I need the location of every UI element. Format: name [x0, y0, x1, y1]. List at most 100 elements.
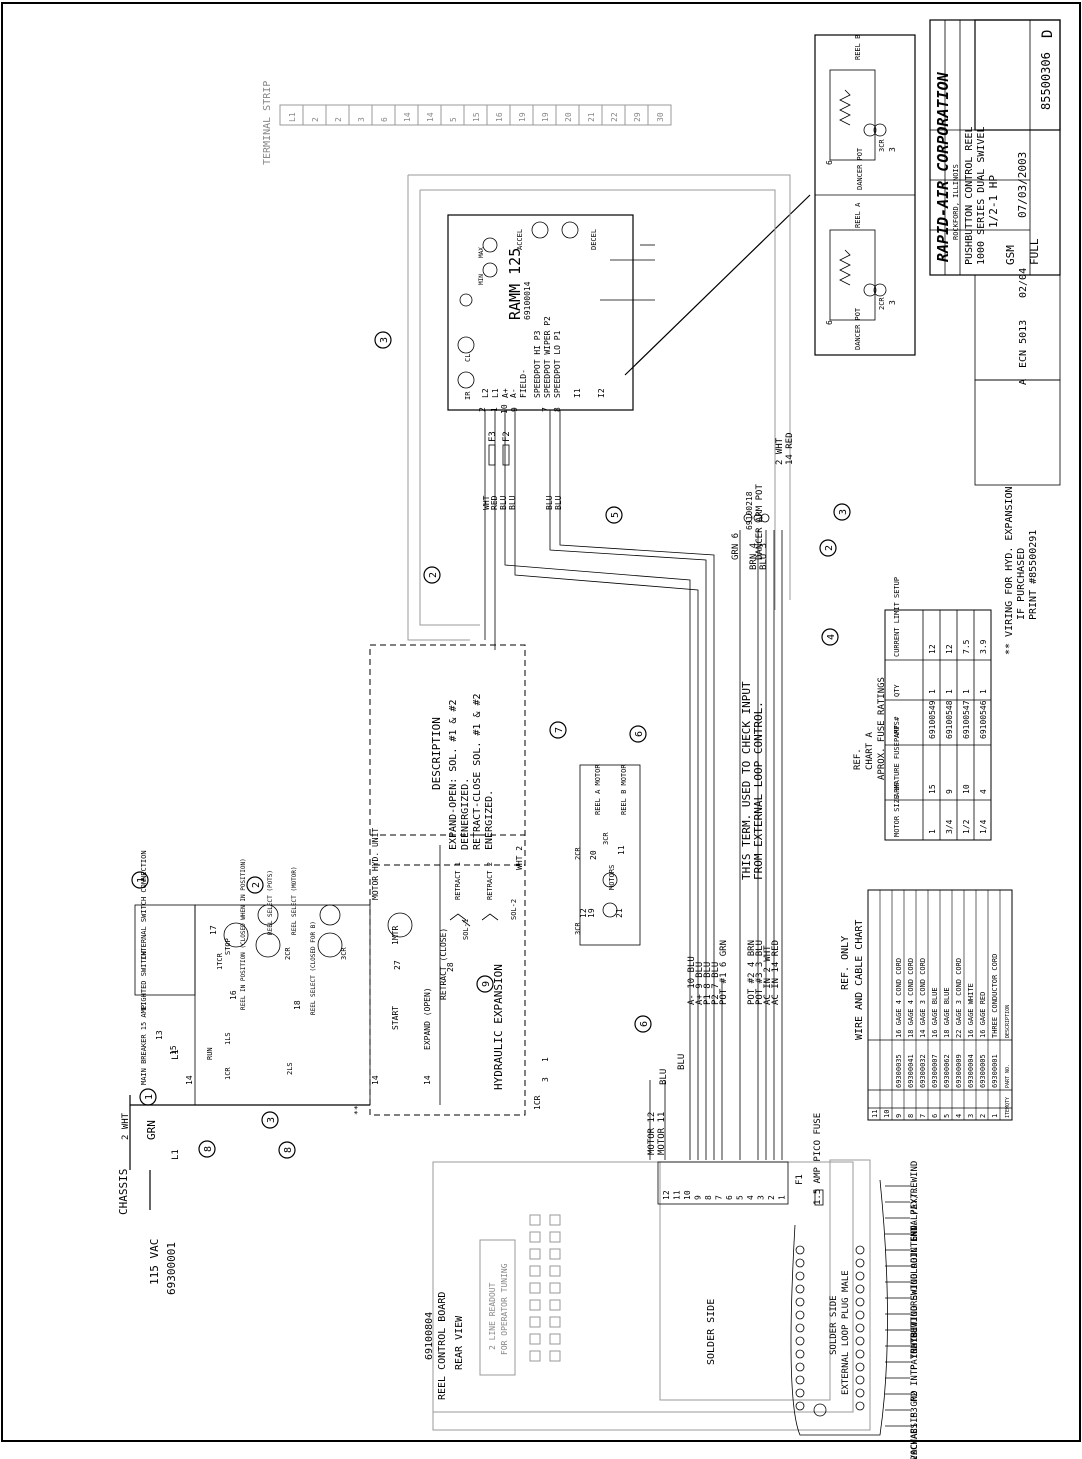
callout-bubble [634, 1015, 652, 1033]
dancer-wire-blu: BLU 3 [759, 543, 769, 570]
fuse-chart-cell: 1 [928, 829, 937, 834]
fuse-chart-cell: 3.9 [979, 639, 988, 654]
fuse-chart-cell: 15 [928, 784, 937, 794]
fuse-chart: REF. CHART A APROX. FUSE RATINGS MOTOR S… [853, 577, 992, 841]
board-wire-label: A- 10 BLU [687, 956, 697, 1005]
pot-accel-label: ACCEL [516, 229, 524, 250]
callout-bubble [605, 506, 623, 524]
stars-label: ** [353, 1105, 362, 1115]
fuse-chart-cell: 1 [945, 689, 954, 694]
plug-pin [855, 1258, 865, 1268]
reel-detail-num-3a: 3 [888, 147, 897, 152]
wire-chart-cell: 4 [955, 1114, 963, 1118]
supply-label: 115 VAC [148, 1239, 161, 1285]
board-terminal: 10 [683, 1190, 692, 1200]
drive-term-field: FIELD- [519, 369, 528, 398]
reel-detail-num-6a: 6 [825, 160, 834, 165]
wire-chart-cell: 16 GAGE BLUE [931, 987, 939, 1038]
fuse-f3: F3 [488, 431, 498, 442]
fuse-chart-header: QTY [893, 684, 901, 697]
main-num-15: 15 [169, 1045, 178, 1055]
reel-detail-num-3b: 3 [888, 300, 897, 305]
plug-pin [795, 1284, 805, 1294]
drive-term-aminus: A- [509, 388, 518, 398]
description-box: DESCRIPTION EXPAND-OPEN: SOL. #1 & #2 DE… [369, 644, 526, 866]
relay-3cr: 3CR [340, 947, 348, 960]
plug-pin [795, 1310, 805, 1320]
callout-number: 2 [251, 882, 262, 888]
drive-color-blu-b: BLU [508, 495, 517, 510]
dancer-pot-label-a: DANCER POT [854, 307, 862, 350]
callout-number: 2 [428, 572, 439, 578]
callout-number: 8 [283, 1147, 294, 1153]
hyd-title: HYDRAULIC EXPANSION [492, 964, 505, 1090]
fuse-chart-cell: 69100547 [962, 700, 971, 739]
supply-part: 69300001 [165, 1242, 178, 1295]
terminal-label: 14 [426, 112, 435, 122]
callout-bubble [821, 628, 839, 646]
hyd-retract: RETRACT (CLOSE) [439, 928, 448, 1000]
callout-number: 5 [610, 512, 621, 518]
main-num-17: 17 [209, 925, 218, 935]
board-component [529, 1231, 541, 1243]
callout-number: 3 [379, 337, 390, 343]
main-num-3: 3 [541, 1077, 550, 1082]
plug-pin [855, 1336, 865, 1346]
wire-chart-cell: 2 [979, 1114, 987, 1118]
board-wire-label: P2 7 BLU [711, 962, 721, 1005]
board-component [529, 1248, 541, 1260]
wire-chart-cell: 69300001 [991, 1054, 999, 1088]
wire-chart-cell: 69300032 [919, 1054, 927, 1088]
terminal-label: 29 [633, 112, 642, 122]
terminal-label: L1 [288, 112, 297, 122]
board-terminal: 9 [694, 1195, 703, 1200]
reel-select-motor-label: REEL SELECT (MOTOR) [291, 866, 298, 935]
callout-number: 2 [824, 545, 835, 551]
terminal-label: 22 [610, 112, 619, 122]
board-component [549, 1316, 561, 1328]
wire-chart-cell: 22 GAGE 3 COND CORD [955, 958, 963, 1038]
dancer-wire-grn: GRN 6 [731, 533, 741, 560]
plug-signal: INTERNAL/EXT. [910, 1188, 920, 1258]
plug-pin [795, 1336, 805, 1346]
wire-chart-cell: 69300035 [895, 1054, 903, 1088]
fuse-chart-header: PART # [893, 716, 901, 742]
pot-decel [561, 221, 579, 239]
fuse-chart-cell: 12 [945, 644, 954, 654]
callout-number: 8 [203, 1146, 214, 1152]
hyd-note-line1: ** VIRING FOR HYD. EXPANSION [1004, 486, 1015, 655]
terminal-label: 2 [311, 117, 320, 122]
fuse-chart-cell: 4 [979, 789, 988, 794]
board-wire-label: POT #3 3 BLU [755, 940, 765, 1005]
grn-label: GRN [145, 1120, 158, 1140]
board-component [529, 1214, 541, 1226]
fuse-chart-cell: 1 [979, 689, 988, 694]
pot-ir-label: IR [464, 391, 472, 400]
pot-accel [531, 221, 549, 239]
motor-relay-3cr-b: 3CR [574, 922, 582, 935]
callout-bubble [278, 1141, 296, 1159]
board-terminal: 6 [725, 1195, 734, 1200]
board-wire-label: AC IN 2 WHT [763, 945, 773, 1005]
hyd-num-14a: 14 [371, 1075, 380, 1085]
fuse-f2: F2 [502, 431, 512, 442]
relay-1tcr: 1TCR [216, 952, 224, 970]
board-wire-label: P1 8 BLU [703, 962, 713, 1005]
board-component [529, 1350, 541, 1362]
fuse-chart-header: MOTOR SIZE HP [893, 782, 901, 837]
motors-label: MOTORS [608, 865, 616, 890]
callout-bubble [261, 1111, 279, 1129]
reel-detail-num-6b: 6 [825, 320, 834, 325]
fuse-chart-cell: 10 [962, 784, 971, 794]
fuse-chart-chart: CHART A [865, 731, 875, 770]
pot-cl [457, 336, 475, 354]
board-terminal: 11 [673, 1190, 682, 1200]
reel-select-pots-label: REEL SELECT (POTS) [267, 870, 274, 935]
board-solder-side: SOLDER SIDE [706, 1299, 717, 1365]
board-terminal: 1 [778, 1195, 787, 1200]
hyd-expand: EXPAND (OPEN) [423, 987, 432, 1050]
wire-chart-cell: THREE CONDUCTOR CORD [991, 954, 999, 1038]
plug-pin [795, 1258, 805, 1268]
plug-signal: JOG SW [910, 1289, 920, 1322]
